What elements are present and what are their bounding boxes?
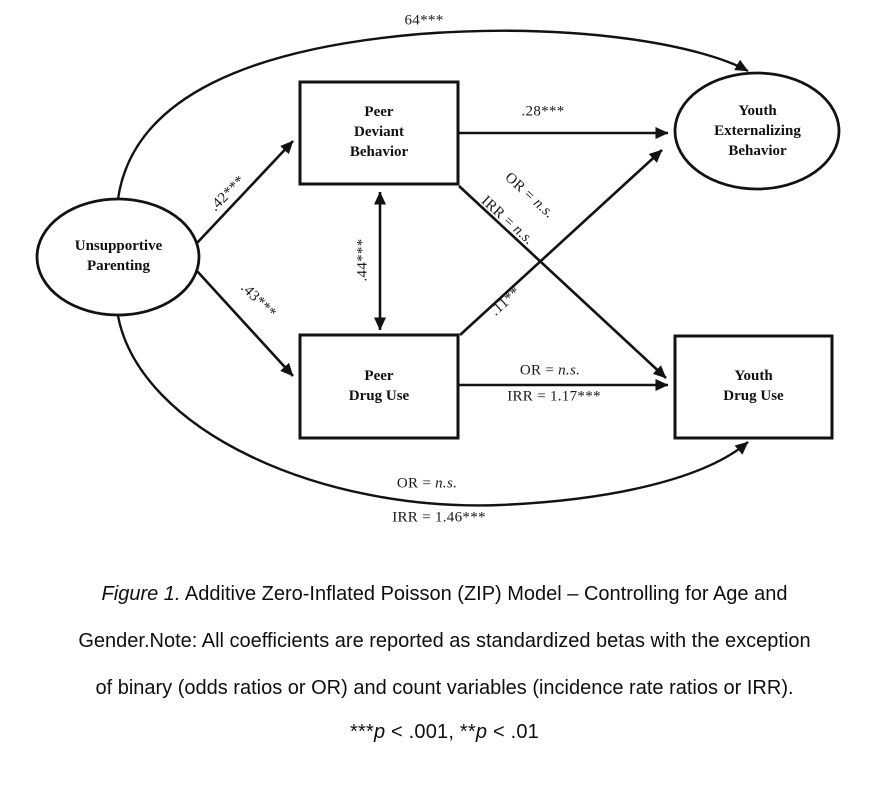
edge-label-parenting-to-youthdrug-or: OR = n.s.	[397, 476, 457, 493]
or-prefix: OR =	[396, 475, 436, 492]
path-diagram	[35, 29, 841, 507]
sig-stars: ***	[349, 721, 374, 743]
arrow-parenting-to-youth-drug-use	[116, 315, 749, 507]
or-prefix: OR =	[519, 362, 559, 379]
caption-line-1: Figure 1. Additive Zero-Inflated Poisson…	[0, 583, 889, 605]
node-shape-peer-deviant	[298, 80, 460, 186]
edge-label-parenting-to-externalizing: 64***	[404, 12, 444, 29]
caption-line-2: Gender.Note: All coefficients are report…	[78, 630, 811, 652]
caption-line-1-text: Additive Zero-Inflated Poisson (ZIP) Mod…	[180, 583, 788, 605]
sig-threshold: < .001,	[385, 721, 460, 743]
arrow-peer-drug-to-externalizing	[459, 149, 663, 336]
edge-label-peer-covariance: .44***	[354, 238, 371, 282]
edge-label-peerdrug-to-youthdrug-or: OR = n.s.	[520, 363, 580, 380]
arrow-parenting-to-peer-deviant	[196, 140, 294, 244]
sig-stars: **	[459, 721, 476, 743]
sig-threshold: < .01	[487, 721, 539, 743]
node-shape-peer-drug	[298, 333, 460, 440]
edge-label-parenting-to-youthdrug-irr: IRR = 1.46***	[392, 509, 486, 526]
node-shape-unsupportive-parenting	[35, 197, 201, 317]
figure-number: Figure 1.	[101, 583, 181, 605]
ns-value: n.s.	[435, 475, 458, 492]
edge-label-peerdrug-to-youthdrug-irr: IRR = 1.17***	[507, 388, 601, 405]
node-shape-youth-externalizing	[673, 71, 841, 191]
ns-value: n.s.	[558, 362, 581, 379]
arrow-parenting-to-externalizing	[116, 29, 749, 200]
caption-line-3: of binary (odds ratios or OR) and count …	[95, 677, 794, 699]
caption-significance-note: ***p < .001, **p < .01	[0, 721, 889, 743]
arrow-deviant-to-youth-drug-use	[458, 185, 667, 379]
edge-label-deviant-to-externalizing: .28***	[521, 103, 565, 120]
arrow-parenting-to-peer-drug	[196, 270, 294, 377]
sig-p: p	[373, 721, 386, 743]
node-shape-youth-drug	[673, 334, 834, 440]
sig-p: p	[475, 721, 488, 743]
